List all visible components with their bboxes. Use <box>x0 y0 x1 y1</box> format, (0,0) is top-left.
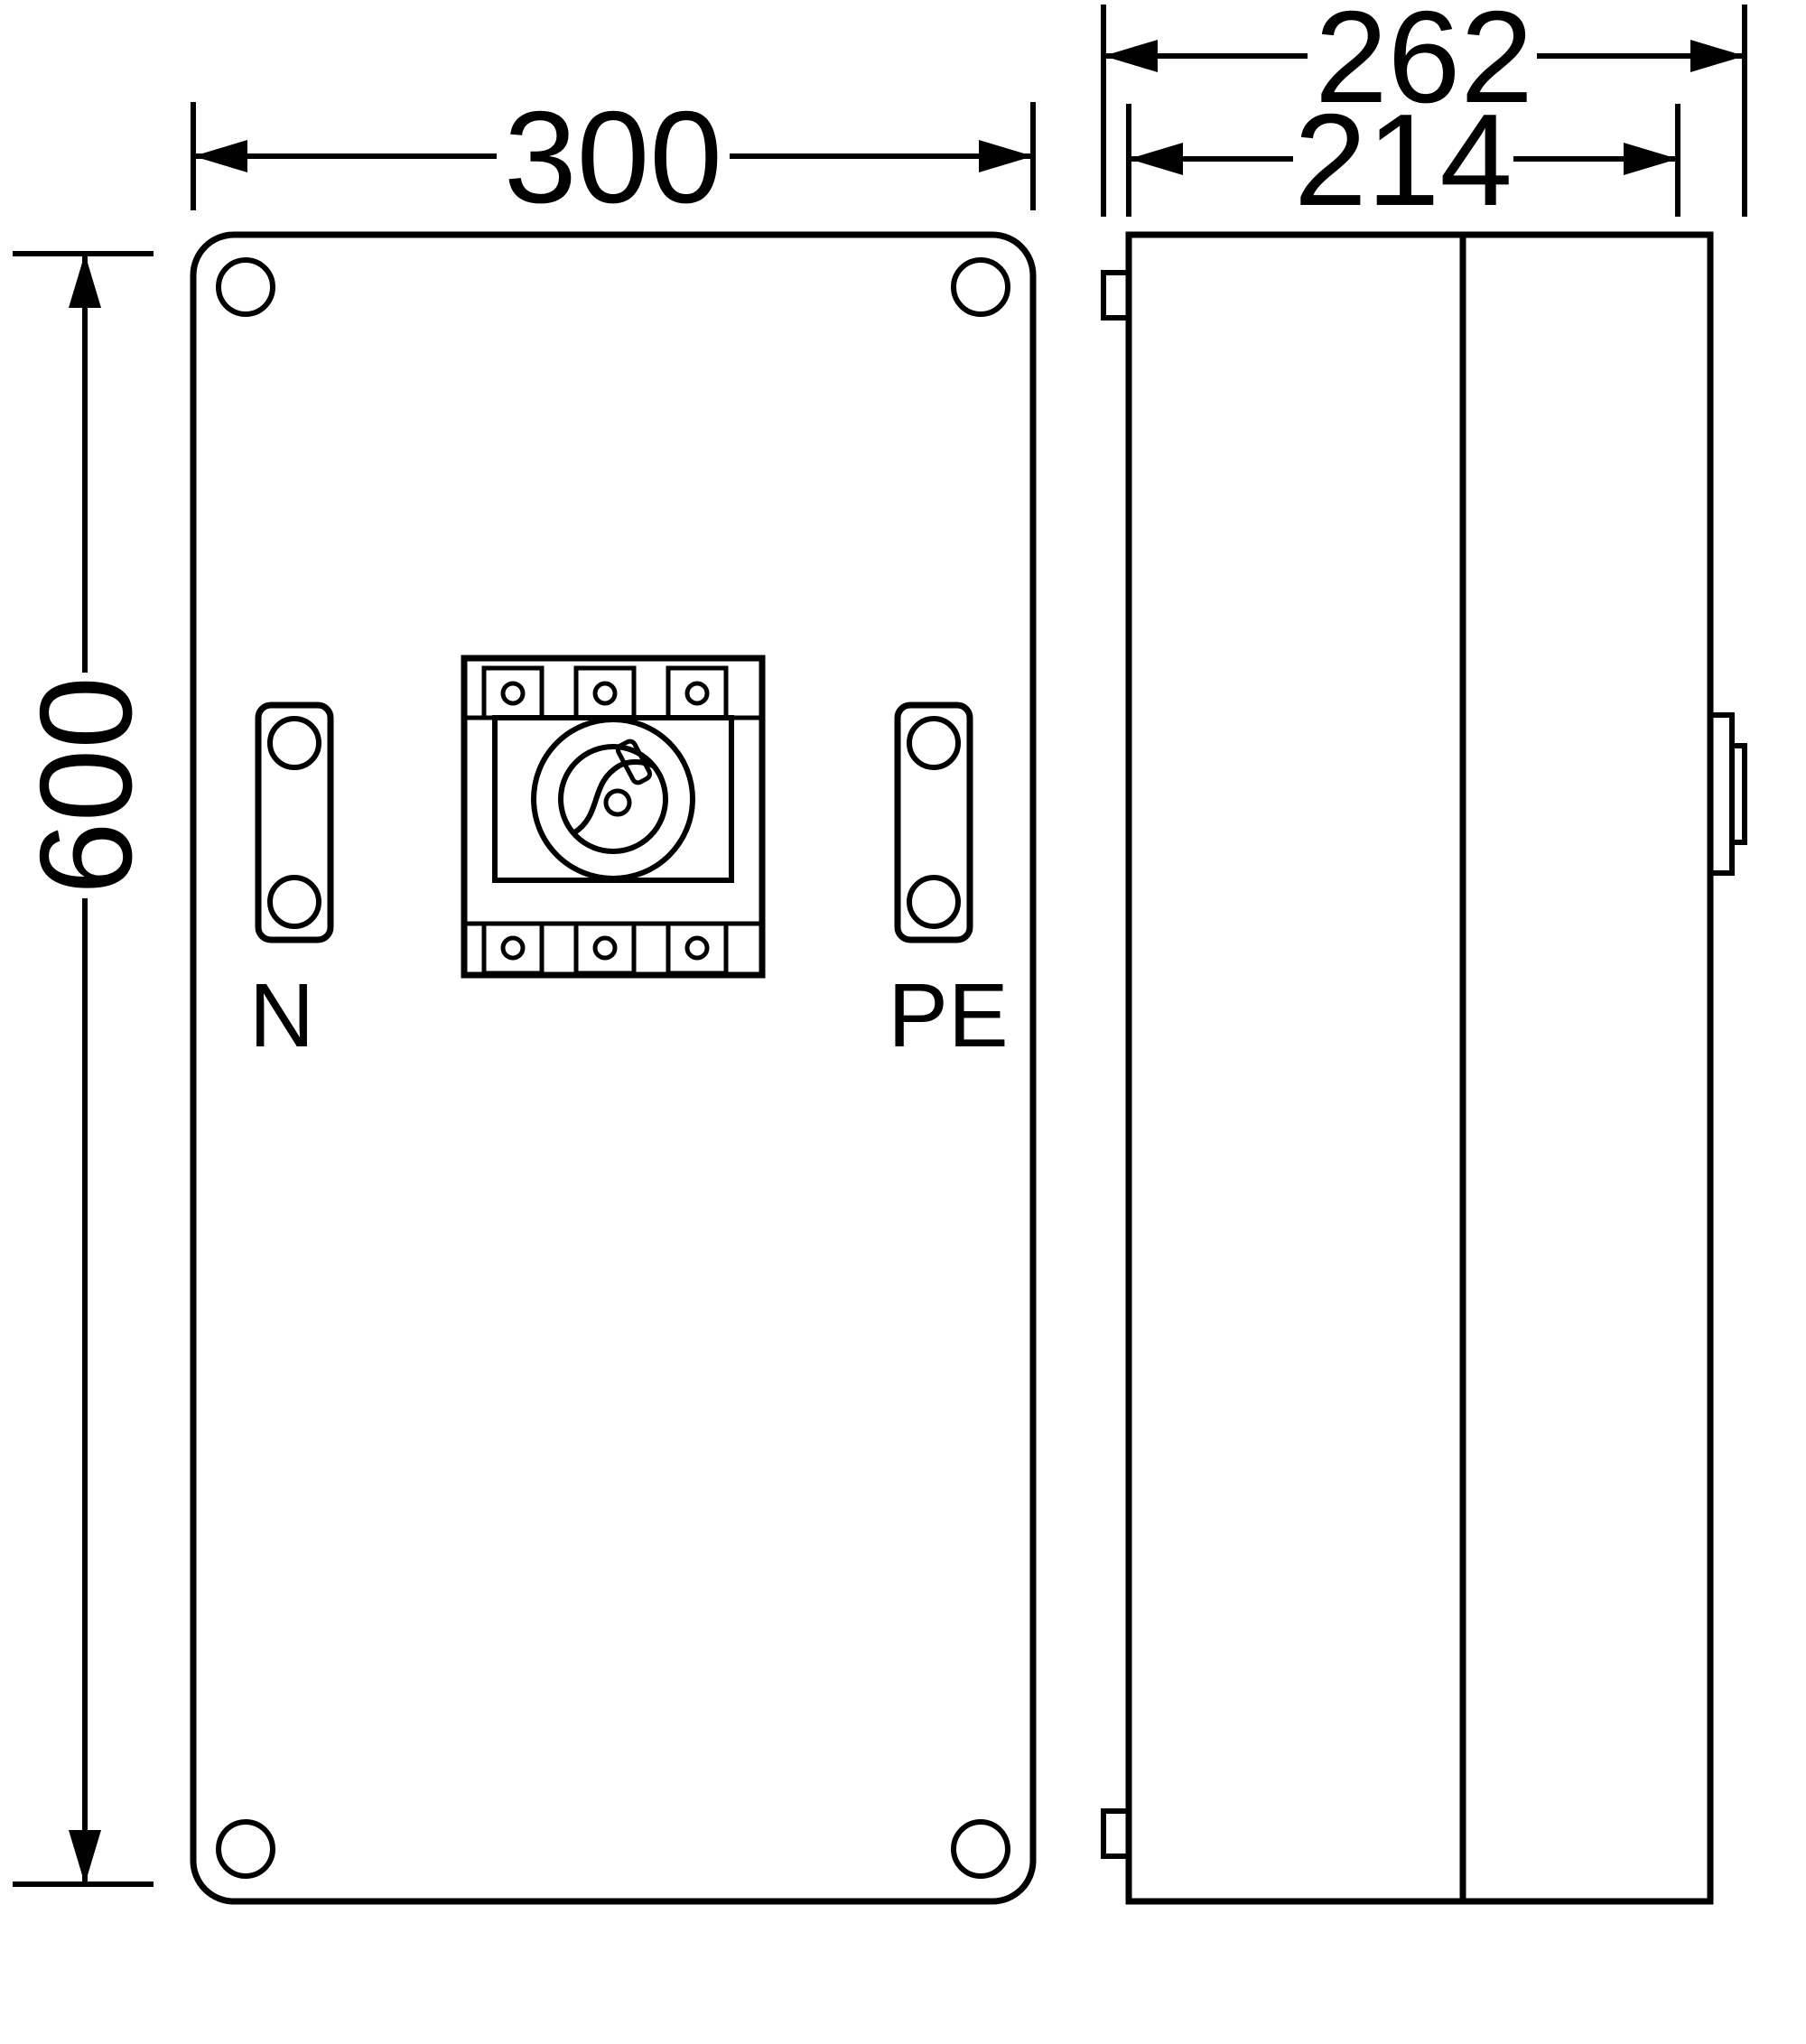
arrowhead-up <box>69 254 101 308</box>
terminal-screw <box>500 935 526 961</box>
corner-screw-bottom-left <box>216 1819 275 1879</box>
dimension-front-height: 600 <box>13 251 159 1887</box>
arrowhead-right <box>1624 143 1678 175</box>
terminal-block-pe <box>894 701 973 943</box>
corner-screw-top-left <box>216 257 275 317</box>
terminal-block-n-screw-bottom <box>267 875 321 929</box>
terminal-screw-box <box>481 665 545 720</box>
terminal-block-pe-outline <box>894 701 973 943</box>
enclosure-side-outline <box>1125 231 1714 1905</box>
dimension-front-width: 300 <box>191 84 1036 230</box>
terminal-pe-label: PE <box>888 965 1008 1066</box>
arrowhead-left <box>193 140 247 172</box>
arrowhead-left <box>1103 40 1158 72</box>
side-view <box>1101 231 1747 1905</box>
main-switch <box>461 655 766 979</box>
switch-terminals-bottom <box>481 921 729 976</box>
arrowhead-left <box>1129 143 1183 175</box>
dimension-side-depth-total: 262 <box>1101 0 1747 217</box>
terminal-screw-box <box>481 921 545 976</box>
dimension-side-depth-inner: 214 <box>1126 87 1680 233</box>
terminal-screw-box <box>573 665 637 720</box>
terminal-screw-box <box>573 921 637 976</box>
latch-outer <box>1708 712 1735 876</box>
terminal-screw <box>500 681 526 706</box>
terminal-block-n-screw-top <box>267 716 321 770</box>
terminal-screw <box>684 681 710 706</box>
rotary-handle-grip <box>615 739 653 785</box>
rotary-handle <box>531 717 695 881</box>
terminal-block-n <box>255 701 334 943</box>
switch-body-outline <box>461 655 766 979</box>
dim-front-width-label: 300 <box>504 84 722 230</box>
terminal-screw <box>592 935 618 961</box>
enclosure-front-outline <box>190 231 1037 1905</box>
rotary-handle-disc <box>558 744 668 854</box>
terminal-screw-box <box>666 665 729 720</box>
terminal-screw <box>684 935 710 961</box>
front-view: N PE <box>190 231 1037 1905</box>
arrowhead-right <box>979 140 1033 172</box>
switch-terminals-top <box>481 665 729 720</box>
corner-screw-bottom-right <box>951 1819 1010 1879</box>
rotary-handle-screw <box>603 788 632 817</box>
arrowhead-right <box>1690 40 1745 72</box>
terminal-block-pe-screw-top <box>907 716 961 770</box>
dim-side-depth-inner-label: 214 <box>1294 87 1513 233</box>
latch-step <box>1729 743 1747 845</box>
rotary-handle-groove <box>572 759 656 836</box>
terminal-block-pe-screw-bottom <box>907 875 961 929</box>
wall-mount-latch <box>1708 712 1747 876</box>
terminal-n-label: N <box>249 965 314 1066</box>
dim-front-height-label: 600 <box>13 676 159 895</box>
terminal-block-n-outline <box>255 701 334 943</box>
dim-side-depth-total-label: 262 <box>1315 0 1533 130</box>
arrowhead-down <box>69 1830 101 1884</box>
corner-screw-top-right <box>951 257 1010 317</box>
terminal-screw <box>592 681 618 706</box>
rotary-handle-ring <box>531 717 695 881</box>
terminal-screw-box <box>666 921 729 976</box>
hinge-bottom <box>1101 1808 1131 1859</box>
switch-handle-panel <box>492 715 734 883</box>
hinge-top <box>1101 270 1131 321</box>
